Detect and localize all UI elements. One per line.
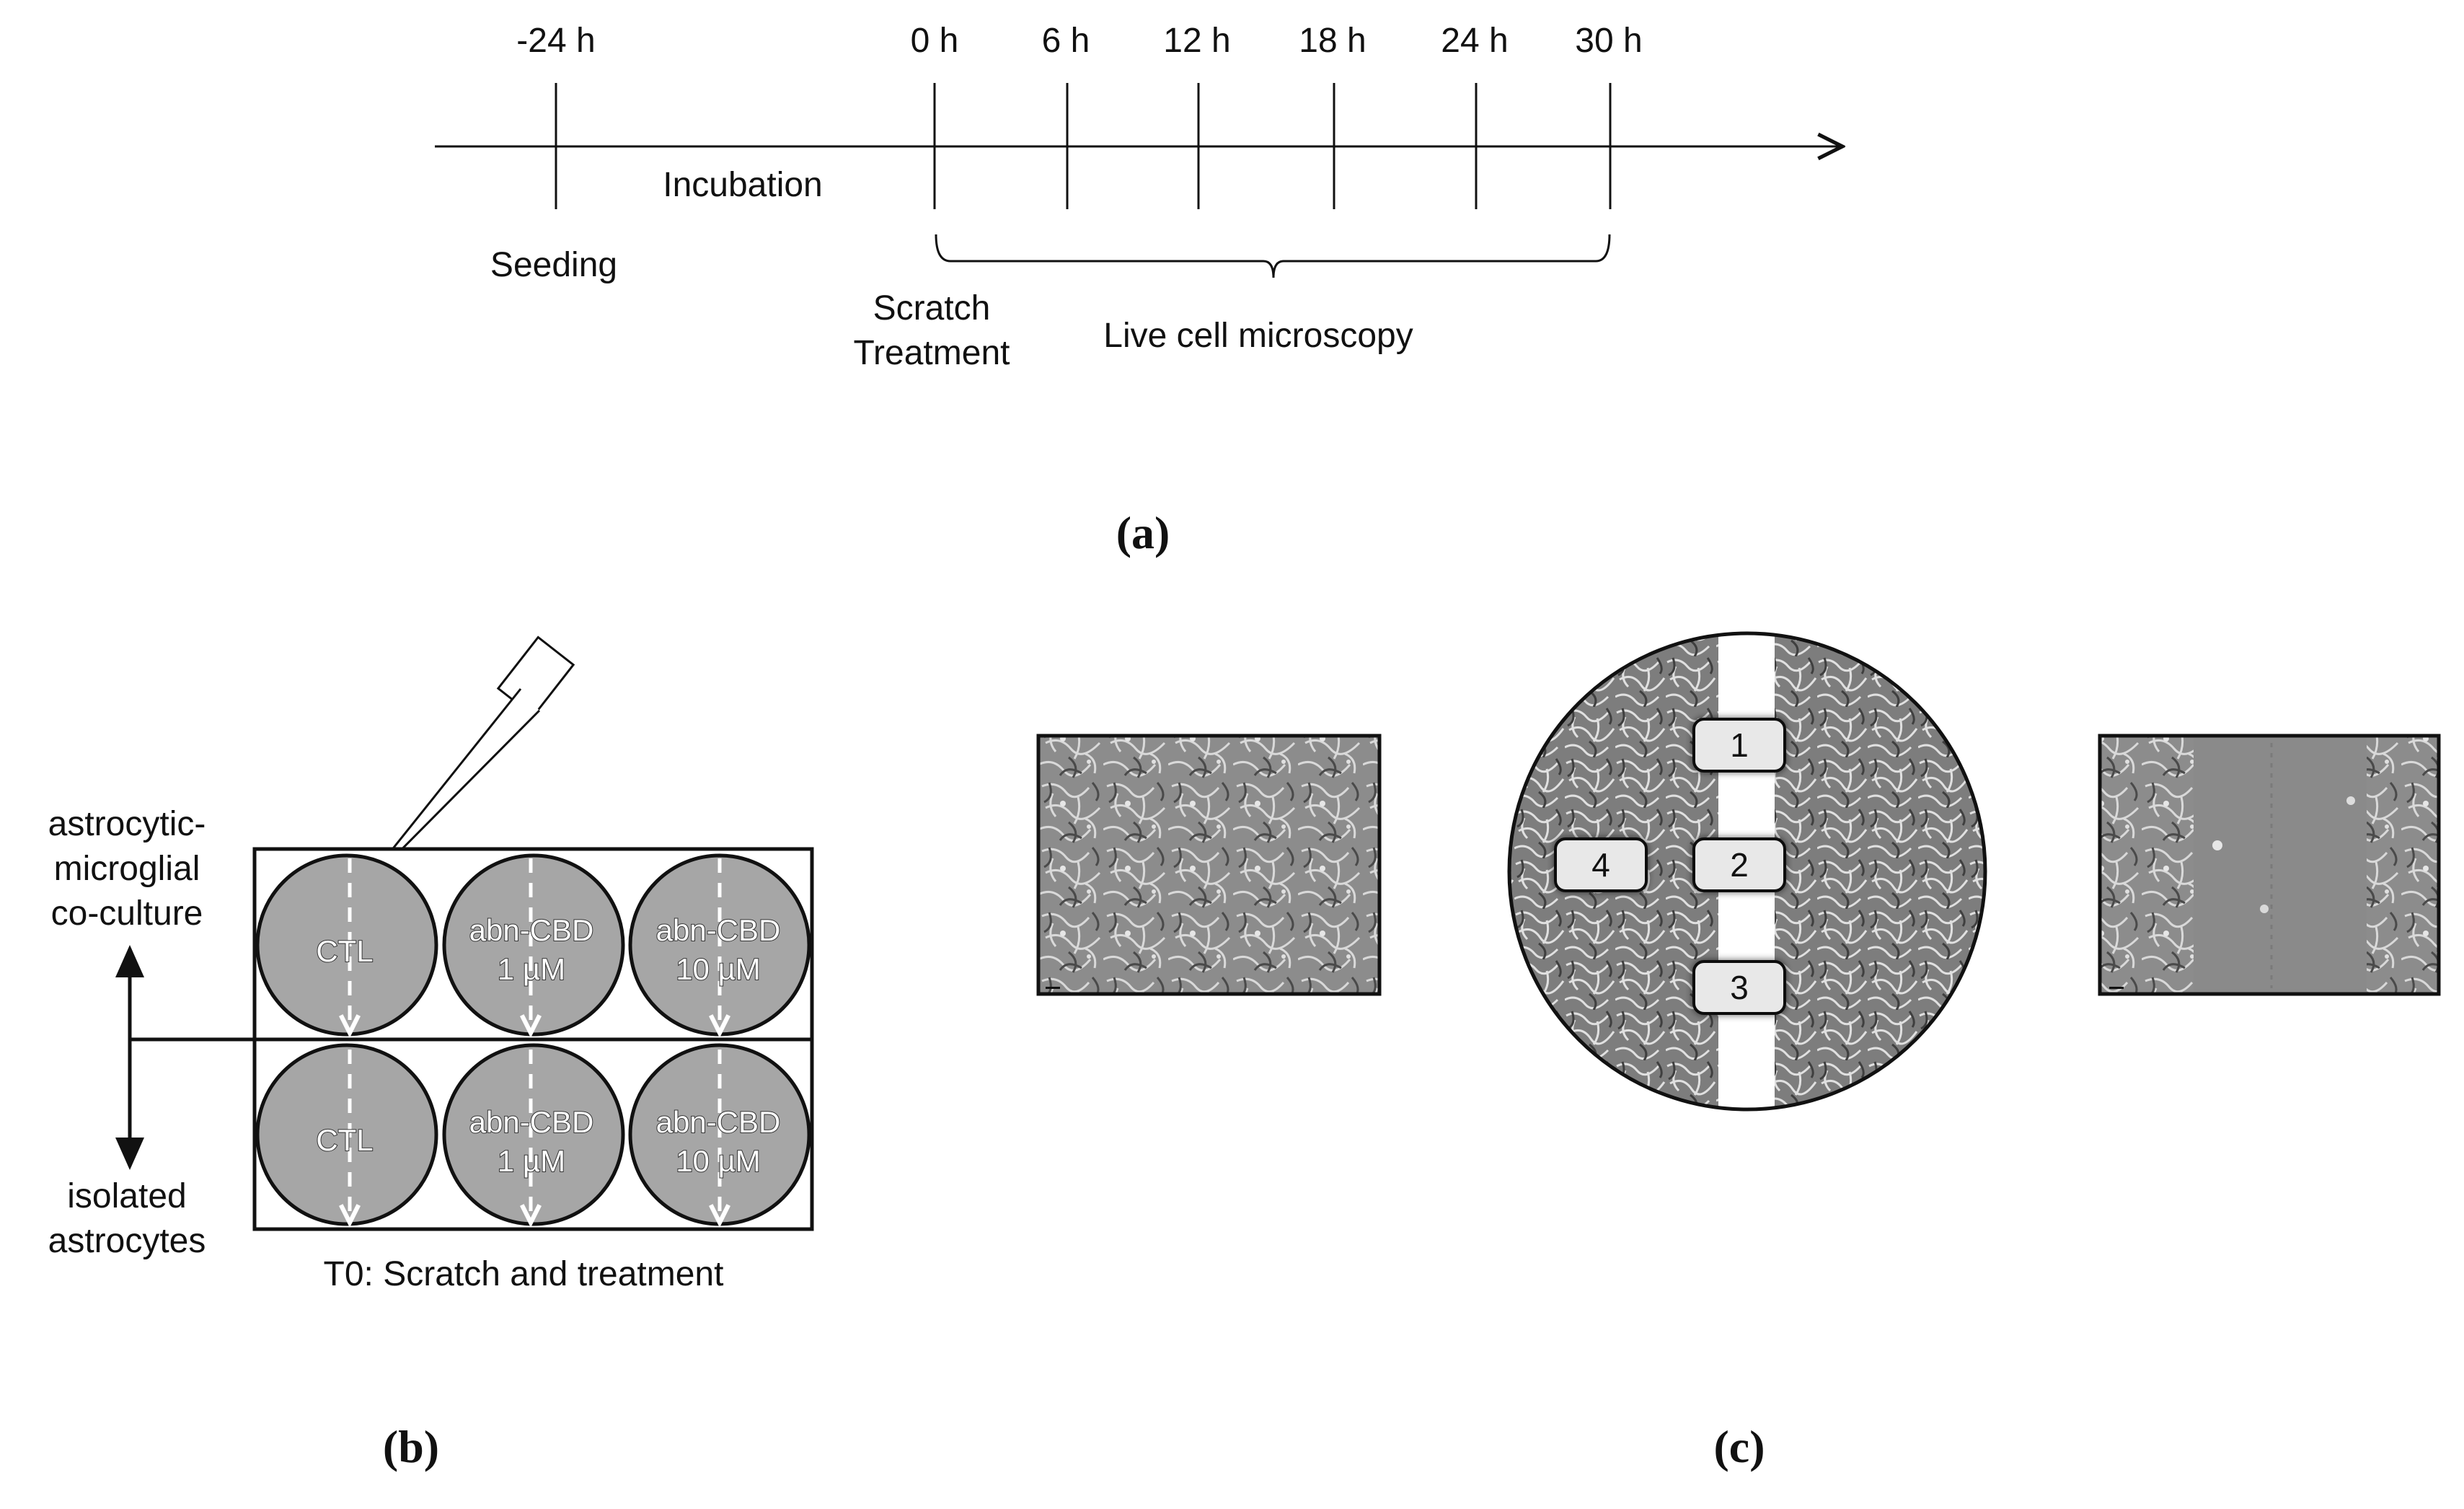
well-label-bottom-3b: 10 µM [676, 1144, 761, 1178]
position-box-2 [1692, 837, 1786, 892]
position-number-2: 2 [1730, 846, 1749, 884]
panel-label-b: (b) [383, 1421, 439, 1472]
time-label-18h: 18 h [1299, 22, 1366, 60]
micrograph-closed-gap [1036, 734, 1382, 996]
well-row-top [255, 853, 811, 1037]
well-label-top-3b: 10 µM [676, 952, 761, 986]
seeding-label: Seeding [490, 246, 617, 284]
incubation-label: Incubation [663, 166, 823, 204]
timeline-ticks [555, 83, 1612, 209]
treatment-label: Treatment [854, 334, 1010, 372]
position-box-3 [1692, 960, 1786, 1015]
position-number-1: 1 [1730, 726, 1749, 764]
isolated-label-1: isolated [67, 1177, 186, 1215]
coculture-label-2: microglial [54, 850, 200, 888]
coculture-label-1: astrocytic- [48, 805, 206, 843]
well-label-top-2a: abn-CBD [469, 913, 594, 947]
scratch-caption: T0: Scratch and treatment [324, 1255, 724, 1293]
well-plate-panel: CTL abn-CBD 1 µM abn-CBD 10 µM CTL abn-C… [48, 635, 814, 1472]
time-label-12h: 12 h [1163, 22, 1230, 60]
well-label-top-1: CTL [316, 934, 373, 968]
time-label-30h: 30 h [1575, 22, 1642, 60]
isolated-label-2: astrocytes [48, 1222, 206, 1260]
well-label-top-2b: 1 µM [498, 952, 565, 986]
time-label-minus24h: -24 h [516, 22, 595, 60]
micrograph-open-gap [2098, 734, 2441, 996]
scratch-label: Scratch [873, 289, 991, 327]
live-cell-brace [935, 234, 1611, 278]
panel-label-c: (c) [1713, 1421, 1765, 1472]
timeline-panel: -24 h 0 h 6 h 12 h 18 h 24 h 30 h Incuba… [435, 22, 1842, 558]
well-label-top-3a: abn-CBD [656, 913, 781, 947]
time-label-24h: 24 h [1441, 22, 1508, 60]
well-label-bottom-2a: abn-CBD [469, 1105, 594, 1139]
well-label-bottom-3a: abn-CBD [656, 1105, 781, 1139]
position-boxes [1554, 718, 1786, 1015]
live-cell-label: Live cell microscopy [1103, 317, 1413, 355]
row-indicator [115, 945, 255, 1170]
imaging-panel: 1 2 3 4 (c) [1036, 631, 2441, 1472]
time-label-6h: 6 h [1042, 22, 1090, 60]
position-box-4 [1554, 837, 1648, 892]
position-number-4: 4 [1591, 846, 1610, 884]
position-number-3: 3 [1730, 969, 1749, 1006]
coculture-label-3: co-culture [51, 894, 203, 933]
panel-label-a: (a) [1116, 507, 1170, 558]
well-label-bottom-2b: 1 µM [498, 1144, 565, 1178]
position-box-1 [1692, 718, 1786, 773]
well-label-bottom-1: CTL [316, 1123, 373, 1157]
time-label-0h: 0 h [911, 22, 959, 60]
scratch-arrows [339, 858, 730, 1228]
